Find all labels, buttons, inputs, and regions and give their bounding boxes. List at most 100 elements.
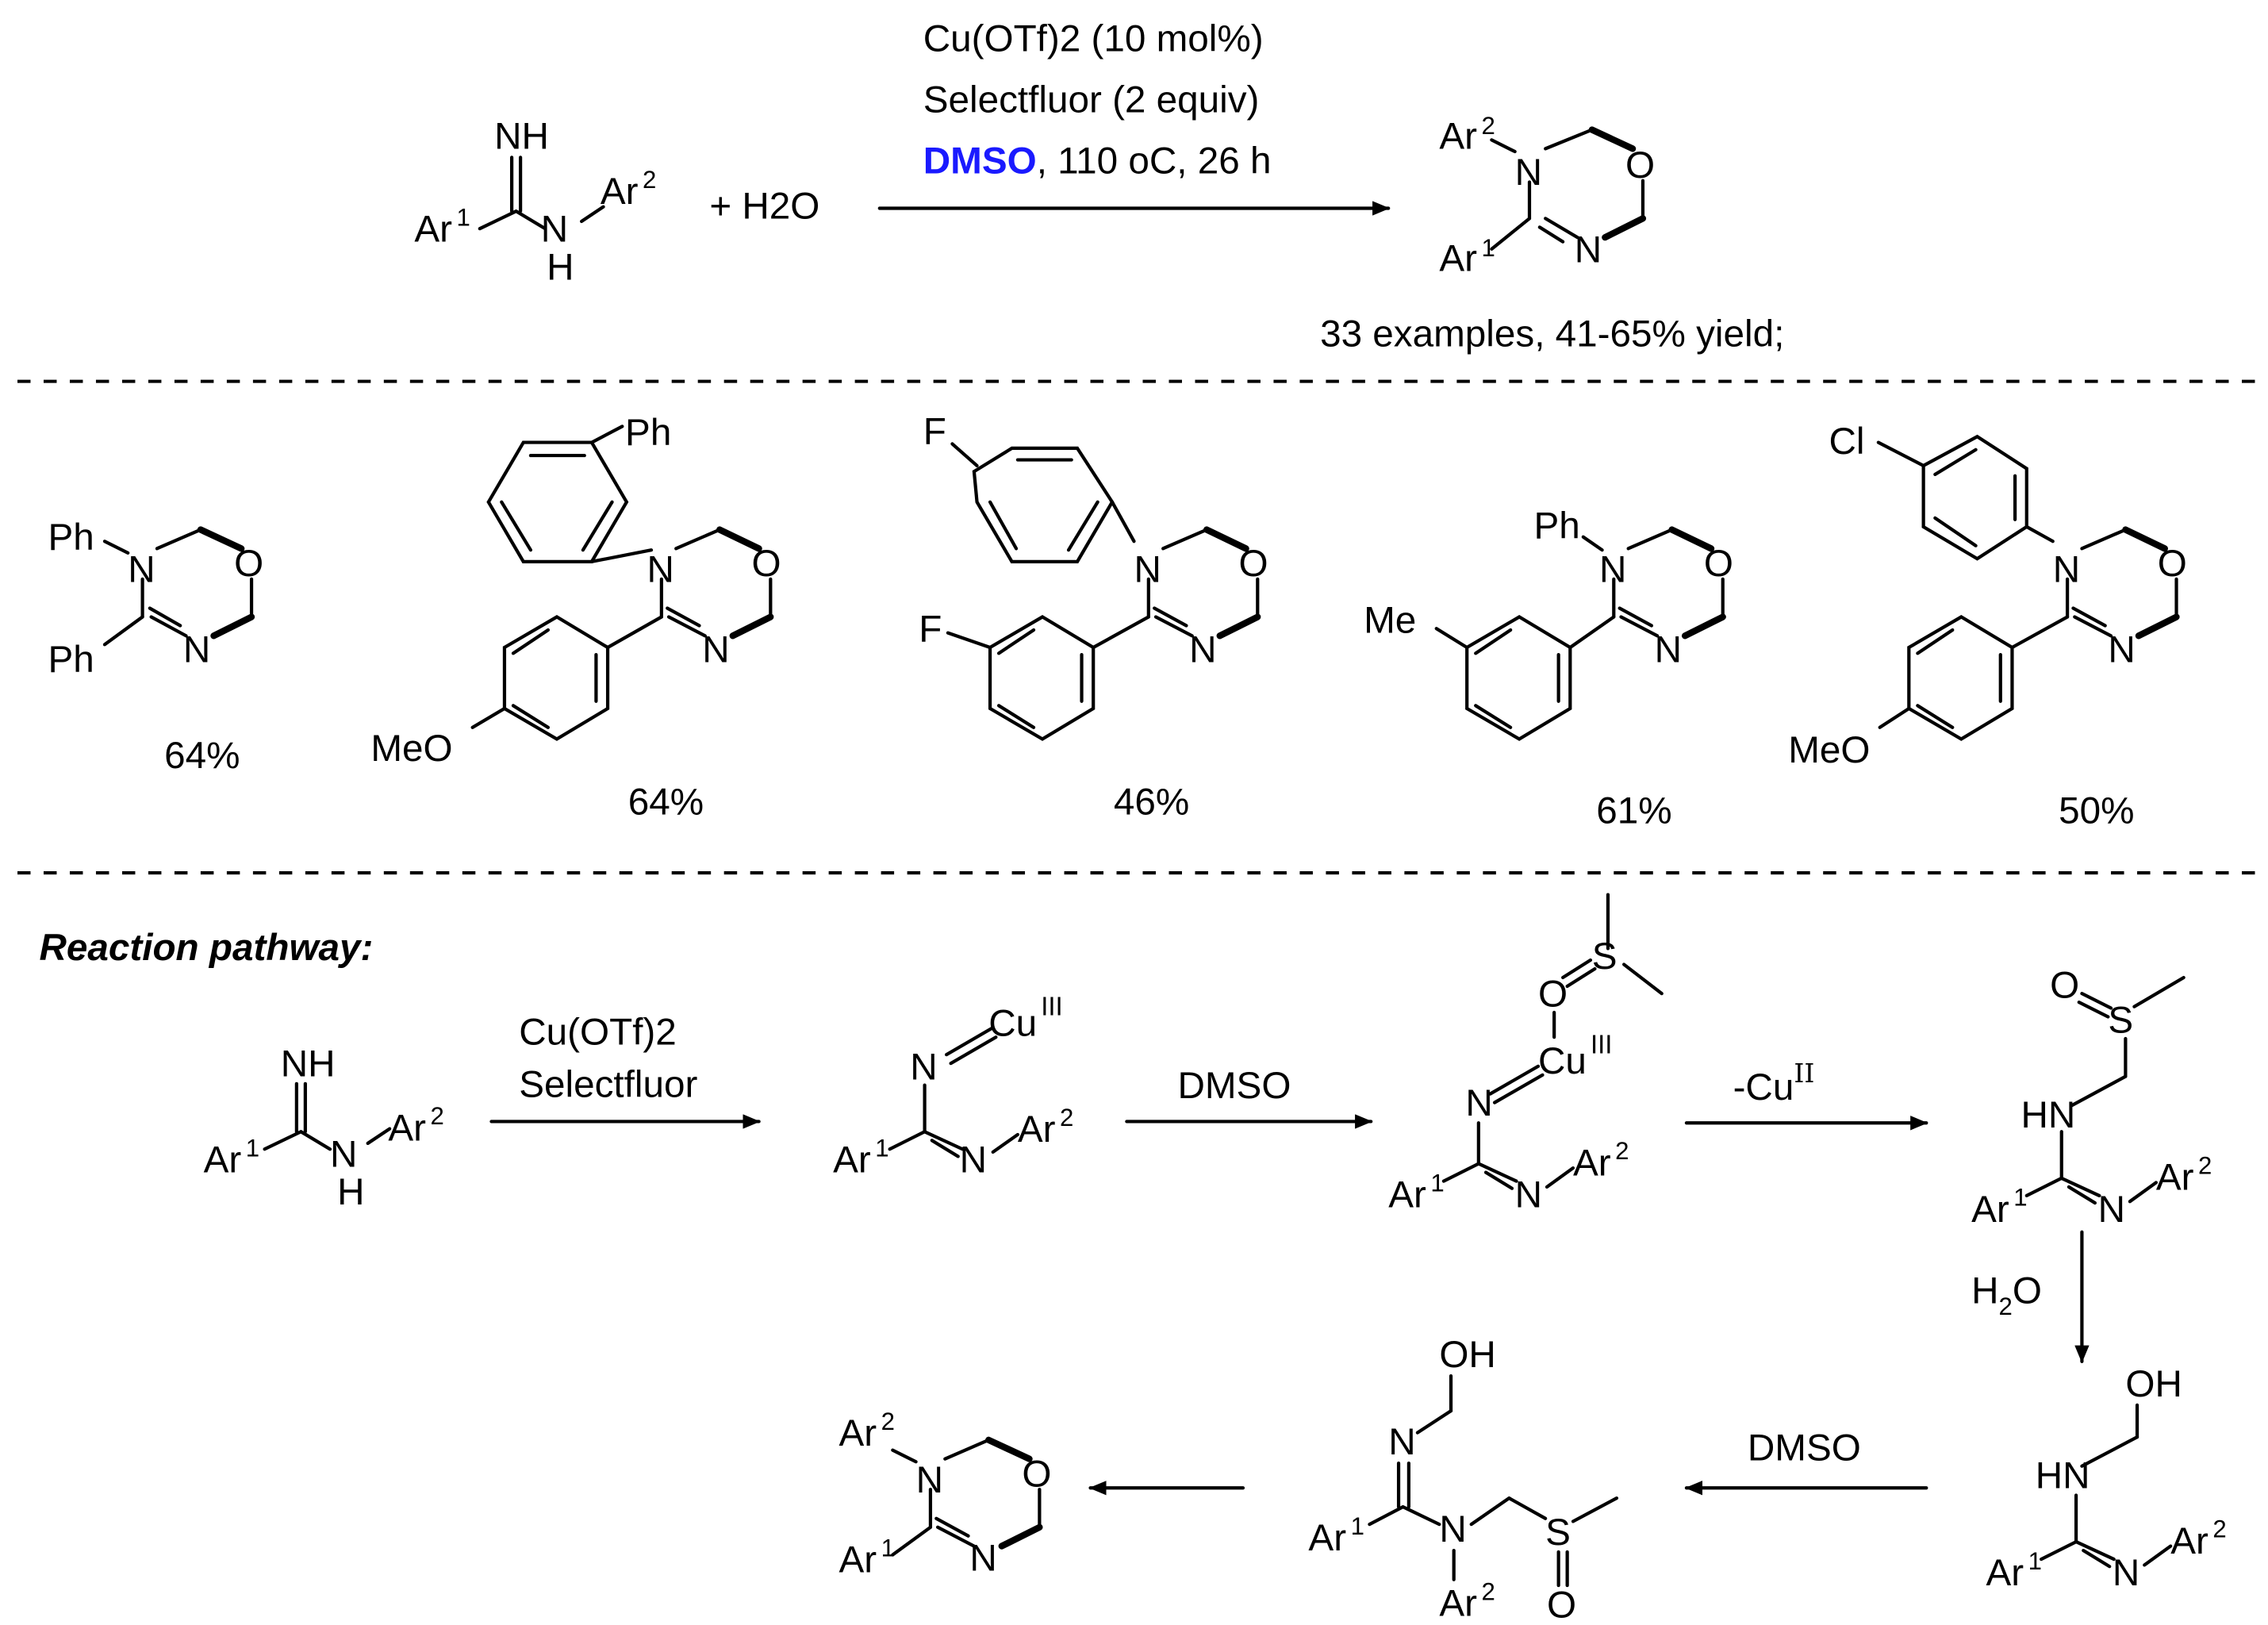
svg-text:OH: OH [1439, 1334, 1495, 1376]
plus-water: + H2O [709, 185, 819, 227]
svg-text:Ar: Ar [2156, 1157, 2194, 1199]
svg-text:H: H [547, 246, 574, 288]
svg-text:Ar: Ar [1308, 1517, 1346, 1559]
svg-text:Ar: Ar [2170, 1520, 2209, 1562]
svg-text:Ph: Ph [625, 412, 671, 454]
svg-text:N: N [960, 1139, 987, 1181]
svg-text:N: N [1388, 1421, 1415, 1463]
svg-text:N: N [2113, 1552, 2139, 1594]
svg-text:Ar: Ar [1018, 1108, 1056, 1151]
svg-text:1: 1 [1351, 1512, 1364, 1540]
svg-text:1: 1 [2013, 1184, 2027, 1212]
step4-reagent: H2O [1971, 1270, 2042, 1321]
step1-reagent-selectfluor: Selectfluor [519, 1063, 697, 1105]
condition-oxidant: Selectfluor (2 equiv) [923, 79, 1260, 121]
svg-text:1: 1 [1430, 1169, 1444, 1197]
condition-solvent-dmso: DMSO [923, 140, 1037, 182]
scope-summary: 33 examples, 41-65% yield; [1320, 313, 1784, 355]
conditions: Cu(OTf)2 (10 mol%) Selectfluor (2 equiv)… [923, 18, 1272, 182]
svg-text:N: N [1599, 549, 1626, 591]
step1-reagent-cu: Cu(OTf)2 [519, 1011, 677, 1053]
example-4-yield: 61% [1596, 790, 1671, 832]
svg-text:O: O [1547, 1584, 1576, 1625]
svg-text:Ar: Ar [1439, 115, 1477, 157]
example-2-structure: Ph N O N MeO [370, 412, 781, 770]
svg-text:1: 1 [1482, 234, 1495, 262]
step2-reagent: DMSO [1177, 1065, 1291, 1107]
svg-text:MeO: MeO [370, 728, 452, 770]
svg-text:1: 1 [875, 1134, 888, 1162]
svg-text:N: N [916, 1459, 943, 1501]
svg-text:HN: HN [2036, 1454, 2090, 1496]
svg-text:N: N [969, 1538, 996, 1580]
svg-text:N: N [1515, 152, 1542, 194]
svg-text:N: N [1465, 1082, 1492, 1124]
svg-text:N: N [541, 209, 568, 251]
svg-text:O: O [1538, 974, 1568, 1016]
svg-text:1: 1 [2028, 1547, 2042, 1575]
svg-text:Ar: Ar [839, 1539, 877, 1581]
svg-text:F: F [919, 609, 942, 651]
condition-catalyst: Cu(OTf)2 (10 mol%) [923, 18, 1264, 60]
svg-text:Ar: Ar [839, 1412, 877, 1454]
svg-text:N: N [910, 1046, 937, 1088]
svg-text:Ph: Ph [48, 639, 94, 681]
svg-text:Ar: Ar [601, 171, 639, 213]
svg-text:S: S [2108, 1000, 2133, 1042]
svg-text:O: O [2158, 543, 2187, 585]
svg-text:OH: OH [2125, 1363, 2182, 1405]
svg-text:Ph: Ph [48, 517, 94, 559]
svg-text:O: O [234, 543, 263, 585]
example-4-structure: N O N Ph Me [1364, 505, 1733, 741]
svg-text:Ar: Ar [833, 1139, 871, 1181]
example-3-yield: 46% [1114, 782, 1189, 824]
step5-reagent: DMSO [1748, 1427, 1861, 1469]
svg-text:2: 2 [1615, 1137, 1629, 1165]
svg-text:1: 1 [246, 1134, 259, 1162]
svg-text:Ar: Ar [204, 1139, 242, 1181]
svg-text:O: O [1704, 543, 1733, 585]
svg-text:Cl: Cl [1829, 421, 1865, 463]
svg-text:2: 2 [1482, 1577, 1495, 1605]
svg-text:NH: NH [281, 1043, 336, 1085]
svg-text:N: N [1655, 628, 1682, 670]
svg-text:Ph: Ph [1533, 505, 1579, 547]
svg-text:Ar: Ar [388, 1107, 426, 1149]
svg-text:N: N [1575, 229, 1602, 271]
step3-reagent: -CuII [1733, 1058, 1815, 1108]
svg-text:NH: NH [494, 115, 549, 157]
svg-text:HN: HN [2020, 1094, 2075, 1136]
svg-text:O: O [1022, 1453, 1051, 1495]
svg-text:1: 1 [881, 1534, 895, 1562]
svg-text:N: N [330, 1133, 357, 1175]
svg-text:N: N [1439, 1508, 1466, 1550]
svg-text:2: 2 [2212, 1516, 2226, 1543]
svg-text:S: S [1545, 1512, 1571, 1554]
svg-text:2: 2 [1060, 1104, 1073, 1131]
svg-text:Ar: Ar [1971, 1189, 2009, 1231]
svg-text:Ar: Ar [1573, 1142, 1611, 1184]
svg-text:N: N [128, 549, 155, 591]
svg-text:Ar: Ar [1986, 1552, 2024, 1594]
svg-text:DMSO, 110 oC, 26 h: DMSO, 110 oC, 26 h [923, 140, 1272, 182]
svg-text:N: N [2053, 549, 2080, 591]
svg-text:III: III [1041, 992, 1062, 1021]
svg-text:N: N [183, 628, 210, 670]
svg-text:N: N [2108, 628, 2135, 670]
svg-text:Ar: Ar [414, 209, 452, 251]
svg-text:O: O [752, 543, 781, 585]
example-2-yield: 64% [628, 782, 704, 824]
svg-text:O: O [2050, 965, 2079, 1007]
example-5-yield: 50% [2059, 790, 2134, 832]
example-3-structure: F N O N F [919, 410, 1268, 741]
svg-text:III: III [1591, 1029, 1612, 1058]
svg-text:N: N [1515, 1174, 1542, 1216]
